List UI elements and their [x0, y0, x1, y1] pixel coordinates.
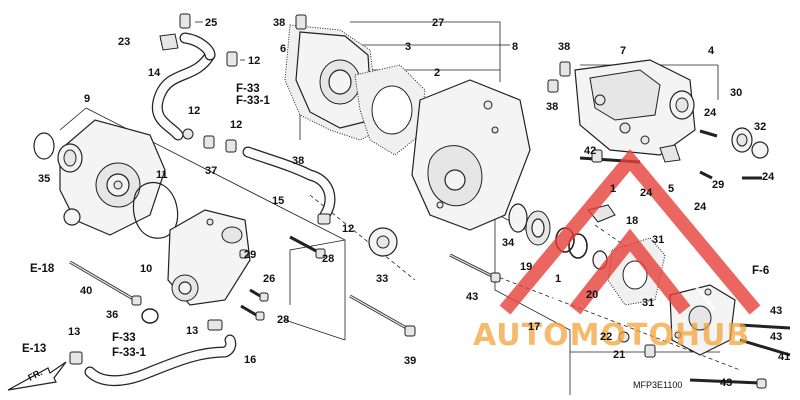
callout-43c: 43: [770, 331, 782, 343]
bearing-30: [731, 127, 769, 159]
callout-39: 39: [404, 355, 416, 367]
callout-1b: 1: [610, 183, 616, 195]
callout-42: 42: [584, 145, 596, 157]
callout-23: 23: [118, 36, 130, 48]
front-arrow-icon: FR.: [7, 361, 67, 391]
callout-38b: 38: [292, 155, 304, 167]
callout-41: 41: [778, 351, 790, 363]
callout-25: 25: [205, 17, 217, 29]
callout-43b: 43: [770, 305, 782, 317]
clamp-23: [159, 13, 238, 67]
housing-7: [547, 59, 696, 156]
watermark-logo: [499, 149, 761, 315]
callout-24b: 24: [704, 107, 717, 119]
housing-cover: [411, 79, 531, 231]
watermark-text: AUTOMOTOHUB: [473, 318, 750, 353]
callout-13b: 13: [186, 325, 198, 337]
callout-16: 16: [244, 354, 256, 366]
callout-36: 36: [106, 309, 118, 321]
callout-40: 40: [80, 285, 92, 297]
callout-11: 11: [156, 169, 168, 181]
pump-body-9: [57, 119, 166, 236]
cover-6: [284, 14, 381, 141]
callout-29b: 29: [712, 179, 724, 191]
callout-numbers: 25 23 14 12 12 12 12 37 38 38 38 38 6 27…: [38, 17, 790, 389]
callout-43d: 43: [720, 377, 732, 389]
callout-20: 20: [586, 289, 598, 301]
pump-10: [167, 209, 251, 306]
bolts: [69, 129, 791, 389]
callout-9: 9: [84, 93, 90, 105]
gasket-2: [354, 64, 426, 156]
callout-4: 4: [708, 45, 715, 57]
ref-e18[interactable]: E-18: [30, 263, 55, 275]
callout-29a: 29: [244, 249, 256, 261]
callout-6: 6: [280, 43, 286, 55]
callout-35: 35: [38, 173, 50, 185]
callout-30: 30: [730, 87, 742, 99]
callout-10: 10: [140, 263, 152, 275]
callout-22: 22: [600, 331, 612, 343]
callout-1a: 1: [555, 273, 561, 285]
hose-15: [182, 128, 336, 225]
callout-13a: 13: [68, 326, 80, 338]
ref-f331-top[interactable]: F-33-1: [236, 95, 270, 107]
callout-12a: 12: [248, 55, 260, 67]
ref-e13[interactable]: E-13: [22, 343, 46, 355]
small-parts: [591, 144, 681, 358]
callout-38c: 38: [558, 41, 570, 53]
callout-12c: 12: [230, 119, 242, 131]
hose-14: [151, 32, 216, 141]
callout-19: 19: [520, 261, 532, 273]
gasket-11: [133, 182, 179, 239]
callout-38d: 38: [546, 101, 558, 113]
callout-37: 37: [205, 165, 217, 177]
ref-f33-top[interactable]: F-33: [236, 83, 260, 95]
callout-26: 26: [263, 273, 275, 285]
callout-31b: 31: [642, 297, 654, 309]
diagram-code: MFP3E1100: [633, 380, 682, 390]
callout-12d: 12: [342, 223, 354, 235]
callout-33: 33: [376, 273, 388, 285]
o-ring-35: [33, 132, 55, 160]
callout-21: 21: [613, 349, 625, 361]
callout-12b: 12: [188, 105, 200, 117]
ref-f33-bot[interactable]: F-33: [112, 332, 136, 344]
callout-34: 34: [502, 237, 515, 249]
callout-38a: 38: [273, 17, 285, 29]
ref-f331-bot[interactable]: F-33-1: [112, 347, 146, 359]
callout-31a: 31: [652, 234, 664, 246]
ref-f6[interactable]: F-6: [752, 265, 769, 277]
callout-24a: 24: [640, 187, 653, 199]
callout-28a: 28: [322, 253, 334, 265]
callout-18: 18: [626, 215, 638, 227]
callout-43a: 43: [466, 291, 478, 303]
hose-16: [69, 334, 237, 387]
callout-24c: 24: [694, 201, 707, 213]
callout-17: 17: [528, 321, 540, 333]
callout-15: 15: [272, 195, 284, 207]
callout-24d: 24: [762, 171, 775, 183]
callout-32: 32: [754, 121, 766, 133]
callout-14: 14: [148, 67, 161, 79]
callout-2: 2: [434, 67, 440, 79]
callout-5: 5: [668, 183, 674, 195]
callout-7: 7: [620, 45, 626, 57]
callout-8: 8: [512, 41, 518, 53]
callout-27: 27: [432, 17, 444, 29]
callout-28b: 28: [277, 314, 289, 326]
callout-3: 3: [405, 41, 411, 53]
washers: [141, 227, 398, 331]
